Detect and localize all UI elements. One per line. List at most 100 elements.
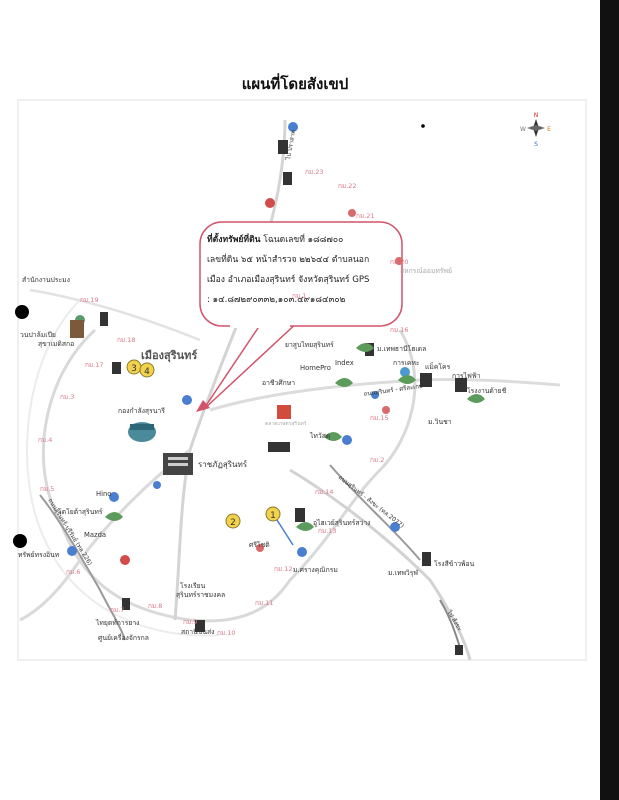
label-school: โรงเรียน	[180, 581, 206, 590]
pin-icons	[67, 122, 410, 565]
label-sriboon: ศรีโชติ	[249, 540, 270, 549]
regiment-tank-icon	[128, 422, 156, 442]
km-label: กม.6	[66, 568, 80, 576]
map-frame	[17, 99, 587, 661]
marker-1: 1	[265, 506, 281, 522]
place-labels: เมืองสุรินทร์ สำนักงานประมง วนปาล้มเปีย …	[18, 129, 507, 642]
km-label: กม.16	[390, 326, 409, 334]
building-icon	[278, 140, 288, 154]
compass: N E S W	[520, 112, 551, 148]
km-label: กม.12	[274, 565, 293, 573]
marker-1-label: 1	[270, 511, 276, 521]
leaf-icon	[335, 378, 353, 387]
compass-e: E	[547, 126, 551, 133]
label-plant: โรงงานด้ายชี	[467, 386, 507, 395]
leaf-icons	[105, 343, 485, 531]
label-sutthi: สุขาเมดิสกอ	[38, 340, 74, 348]
callout-heading: ที่ตั้งทรัพย์ที่ดิน	[207, 235, 261, 245]
label-m-khanh: ม.ศรางคุณิกรม	[293, 566, 338, 574]
building-icon	[455, 378, 467, 392]
label-atipong: อาชีวศึกษา	[262, 379, 295, 387]
ring-road	[42, 328, 417, 623]
punch-hole-top	[15, 305, 29, 319]
label-city: เมืองสุรินทร์	[141, 349, 197, 363]
leaf-icon	[105, 512, 123, 521]
land-callout	[199, 221, 403, 411]
building-icon	[195, 620, 205, 632]
scan-edge-band	[600, 0, 619, 800]
pin-icon	[382, 406, 390, 414]
label-kuay: สหกรณ์ออมทรัพย์	[400, 267, 452, 275]
label-lotus: แม็คโคร	[425, 362, 451, 371]
km-label: กม.1	[292, 292, 306, 300]
pin-icon	[348, 209, 356, 217]
road-left-highway	[39, 494, 126, 641]
label-mazda: Mazda	[84, 531, 106, 539]
road-right-highway	[329, 464, 421, 561]
land-location-arrow	[196, 400, 210, 412]
marker-4: 4	[139, 362, 155, 378]
building-icon	[422, 552, 431, 566]
leaf-icon	[324, 432, 342, 441]
punch-hole-bottom	[13, 534, 27, 548]
km-label: กม.13	[318, 527, 337, 535]
building-icon	[420, 373, 432, 387]
pin-icon	[109, 492, 119, 502]
pin-icon	[371, 391, 379, 399]
callout-pointer	[202, 319, 303, 411]
km-label: กม.2	[370, 456, 384, 464]
km-label: กม.18	[117, 336, 136, 344]
callout-line2: เลขที่ดิน ๖๕ หน้าสำรวจ ๒๒๖๔๔ ตำบลนอก	[207, 255, 370, 265]
pin-icon	[297, 547, 307, 557]
rajabhat-building-icon	[163, 453, 193, 475]
label-phet: การเคหะ	[393, 359, 420, 367]
building-icon	[283, 172, 292, 185]
pin-icon	[182, 395, 192, 405]
pin-icon	[342, 435, 352, 445]
marker-2: 2	[225, 513, 241, 529]
compass-w: W	[520, 126, 526, 133]
leaf-icon	[467, 394, 485, 403]
building-icon	[268, 442, 290, 452]
callout-line1: โฉนดเลขที่ ๑๘๘๗๐๐	[260, 235, 344, 245]
pin-icon	[288, 122, 298, 132]
building-icon	[100, 312, 108, 326]
label-tobacco: ยาสูบไทยสุรินทร์	[285, 341, 334, 349]
km-label: กม.19	[80, 296, 99, 304]
label-homepro: HomePro	[300, 364, 331, 372]
km-labels: กม.23 กม.22 กม.21 กม.20 กม.19 กม.18 กม.1…	[38, 168, 409, 637]
callout-box	[199, 221, 403, 327]
market-icon	[277, 405, 291, 419]
label-charoen: อู่ไฮเวย์สุรินทร์สว่าง	[313, 519, 370, 527]
pin-icon	[400, 367, 410, 377]
label-index: Index	[335, 359, 354, 367]
marker-3-label: 3	[131, 364, 137, 374]
km-label: กม.9	[183, 618, 197, 626]
label-station: สถานีขนส่ง	[181, 628, 215, 636]
building-icon	[295, 508, 305, 522]
road-north	[173, 119, 287, 621]
km-label: กม.4	[38, 436, 52, 444]
marker-3: 3	[126, 359, 142, 375]
compass-s: S	[534, 141, 538, 148]
label-electric: การไฟฟ้า	[452, 372, 481, 380]
pin-icon	[265, 198, 275, 208]
pin-icon	[395, 257, 403, 265]
label-m-win: ม.วินชา	[428, 418, 452, 426]
road-west	[19, 448, 191, 622]
label-tractor: ทรัพย์ทรงอินท	[18, 551, 60, 559]
label-toyota2: ไทยุตท์การยาง	[95, 619, 139, 627]
leaf-icon	[296, 522, 314, 531]
building-icons	[100, 140, 467, 655]
pin-icon	[120, 555, 130, 565]
label-thaiwatsadu: ไทวัสดุ	[309, 432, 330, 440]
km-label: กม.3	[60, 393, 74, 401]
label-temple: วนปาล้มเปีย	[20, 331, 56, 339]
km-label: กม.7	[110, 606, 124, 614]
leaf-icon	[398, 375, 416, 384]
label-service: ศูนย์เครื่องจักรกล	[98, 633, 149, 642]
building-icon	[455, 645, 463, 655]
km-label: กม.5	[40, 485, 54, 493]
km-label: กม.8	[148, 602, 162, 610]
page-title: แผนที่โดยสังเขป	[241, 75, 349, 93]
